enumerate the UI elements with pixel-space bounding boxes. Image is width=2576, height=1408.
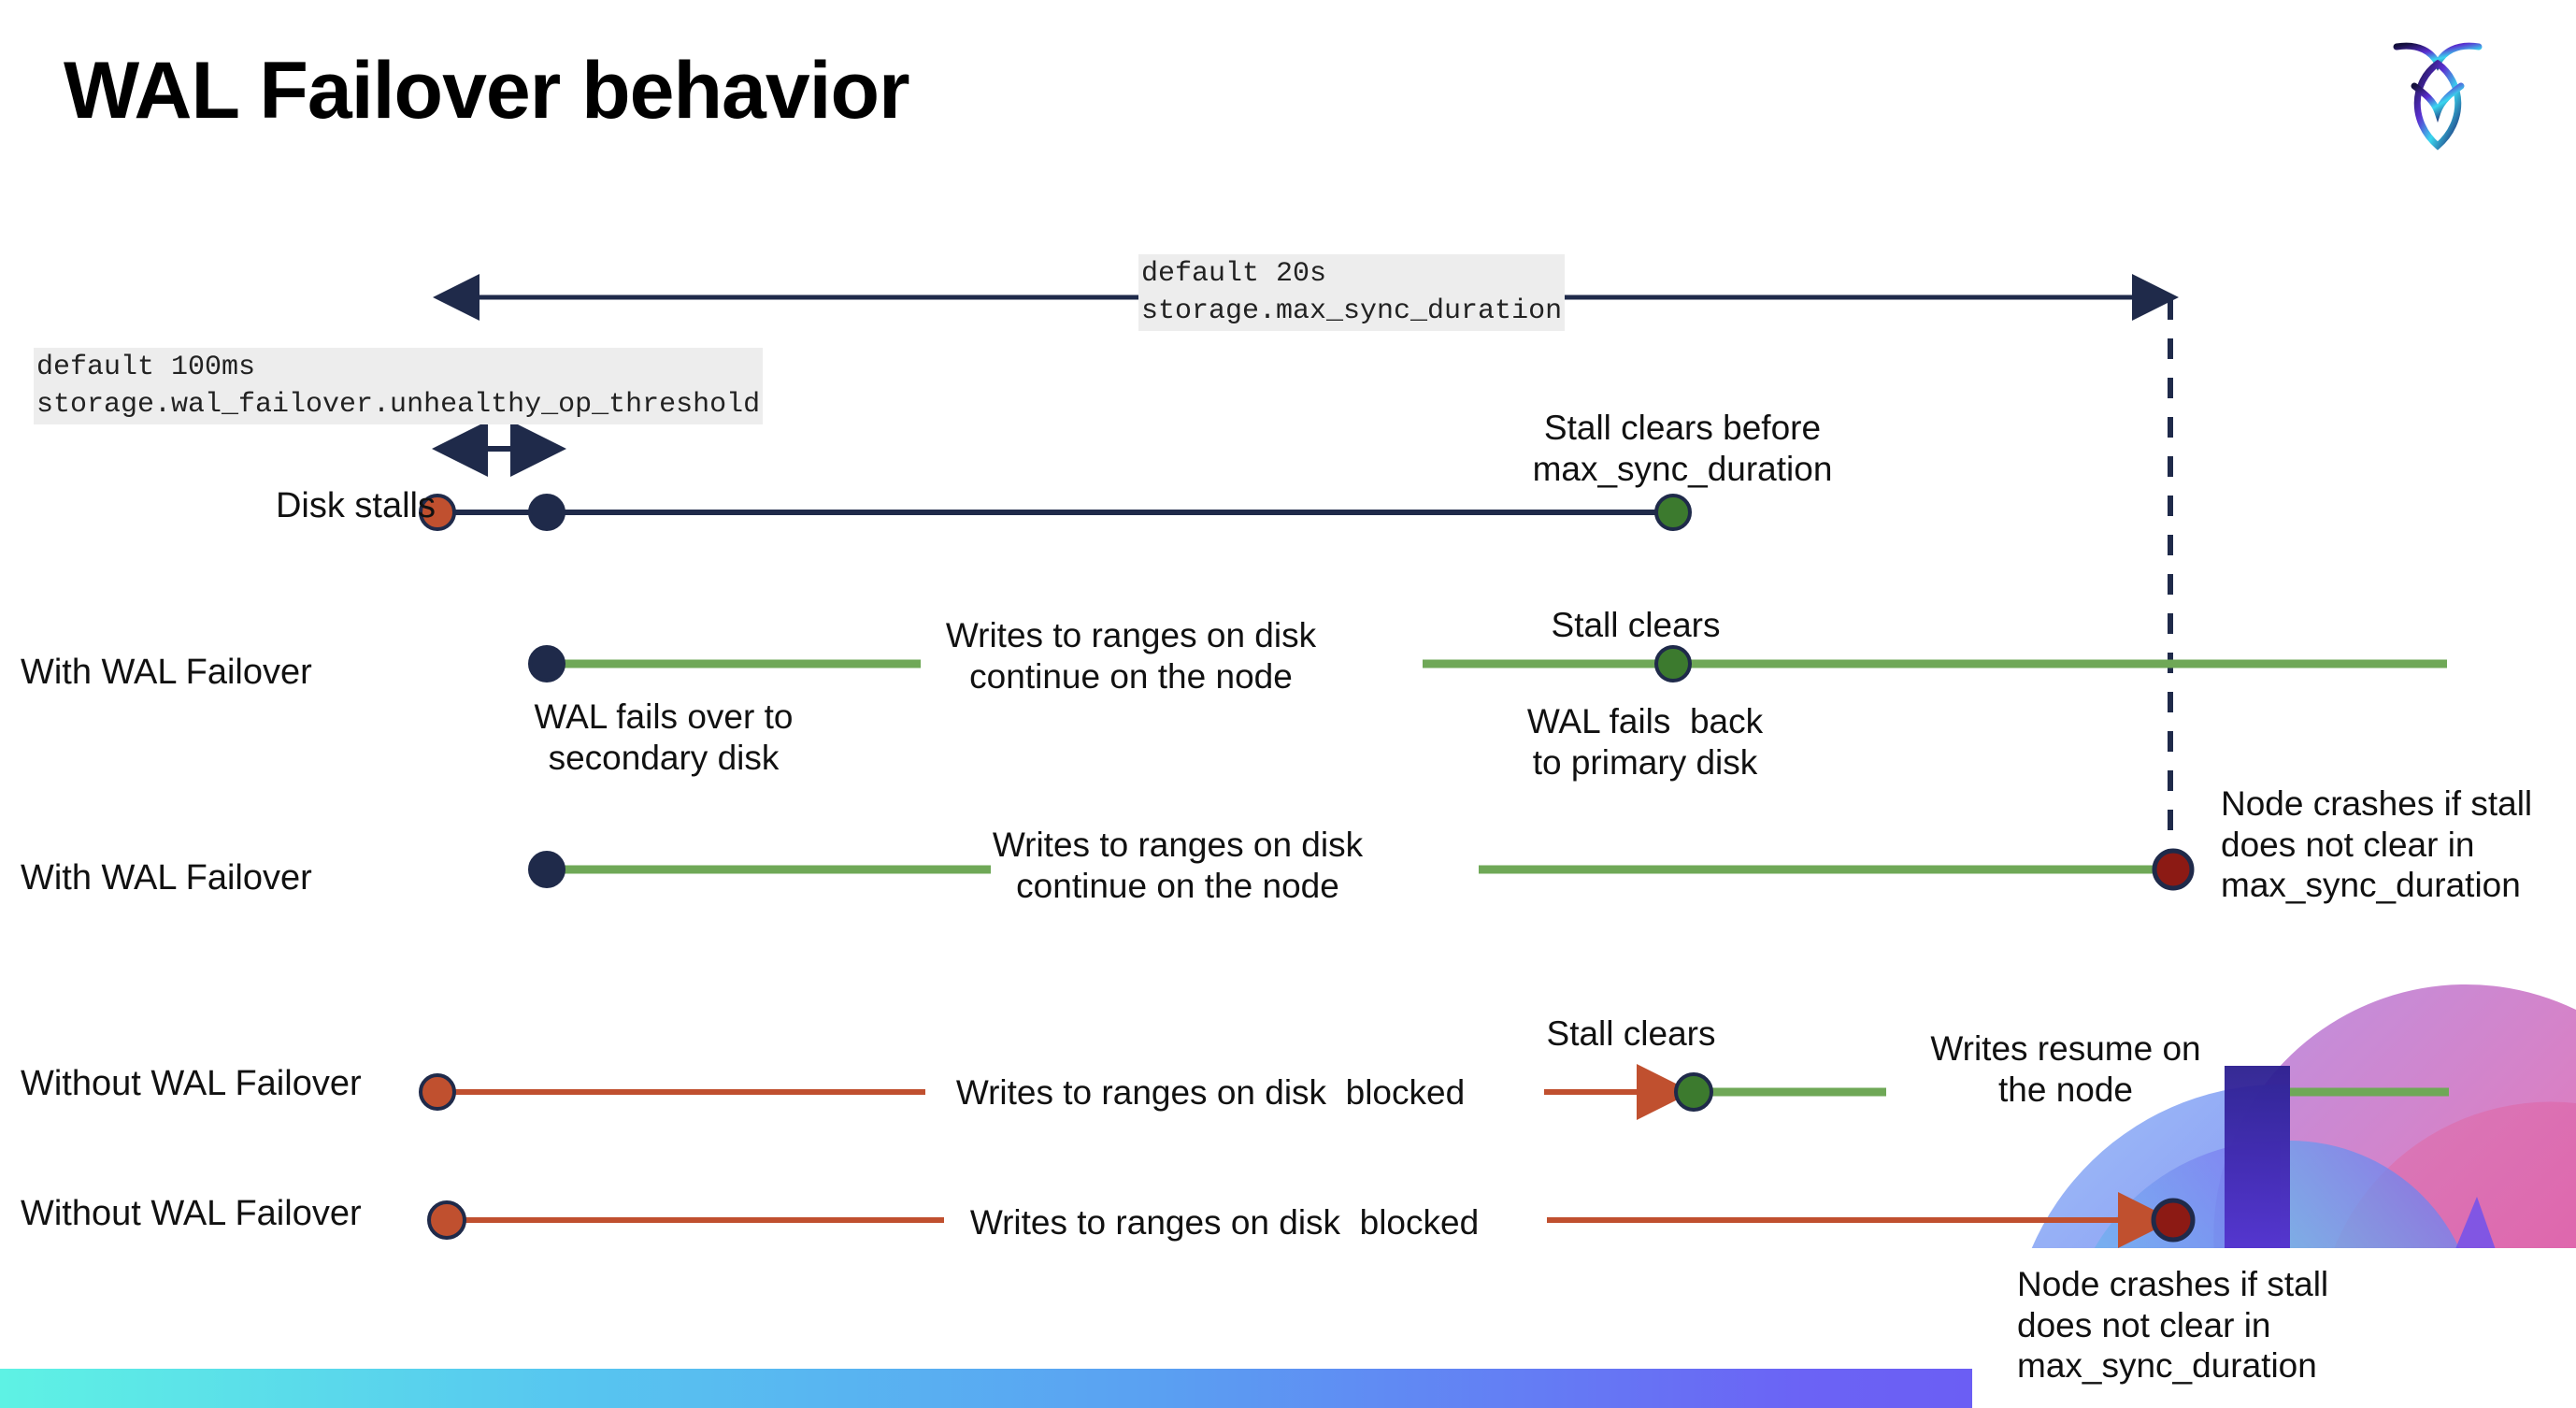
code-chip-unhealthy-op-threshold: default 100ms storage.wal_failover.unhea… <box>34 348 764 425</box>
row-label-with-wal-failover-1: With WAL Failover <box>21 653 312 692</box>
page-title: WAL Failover behavior <box>64 46 910 136</box>
timeline-row-without-wal-failover-2 <box>427 1192 2196 1248</box>
timeline-row-with-wal-failover-2 <box>528 848 2195 891</box>
row-label-with-wal-failover-2: With WAL Failover <box>21 858 312 898</box>
annotation-writes-blocked-1: Writes to ranges on disk blocked <box>955 1073 1466 1112</box>
code-chip-top-line2: storage.max_sync_duration <box>1141 295 1563 328</box>
annotation-node-crash-1: Node crashes if stall does not clear in … <box>2221 784 2533 905</box>
annotation-writes-blocked-2: Writes to ranges on disk blocked <box>969 1203 1480 1242</box>
annotation-writes-continue-1: Writes to ranges on disk continue on the… <box>945 616 1317 696</box>
annotation-stall-clears-before: Stall clears before max_sync_duration <box>1532 409 1833 488</box>
annotation-stall-clears-2: Stall clears <box>1546 1014 1716 1053</box>
annotation-node-crash-2: Node crashes if stall does not clear in … <box>2017 1265 2329 1386</box>
timeline-row-with-wal-failover-1 <box>528 645 2447 682</box>
code-chip-left-line1: default 100ms <box>36 352 256 383</box>
annotation-wal-fails-over: WAL fails over to secondary disk <box>534 697 794 777</box>
row-label-disk-stalls: Disk stalls <box>275 486 436 525</box>
code-chip-max-sync-duration: default 20s storage.max_sync_duration <box>1138 254 1566 332</box>
cockroachdb-logo-icon <box>2393 42 2483 151</box>
node-crash-callout-box <box>1972 1248 2576 1408</box>
annotation-writes-resume: Writes resume on the node <box>1930 1029 2201 1109</box>
annotation-wal-fails-back: WAL fails back to primary disk <box>1526 702 1764 782</box>
row-label-without-wal-failover-2: Without WAL Failover <box>21 1194 362 1233</box>
annotation-writes-continue-2: Writes to ranges on disk continue on the… <box>992 826 1364 905</box>
annotation-stall-clears-1: Stall clears <box>1551 606 1721 644</box>
code-chip-left-line2: storage.wal_failover.unhealthy_op_thresh… <box>36 389 761 422</box>
timeline-row-without-wal-failover-1 <box>419 1064 2449 1120</box>
row-label-without-wal-failover-1: Without WAL Failover <box>21 1064 362 1103</box>
timeline-row-disk-stalls <box>419 494 1692 531</box>
code-chip-top-line1: default 20s <box>1141 258 1327 290</box>
